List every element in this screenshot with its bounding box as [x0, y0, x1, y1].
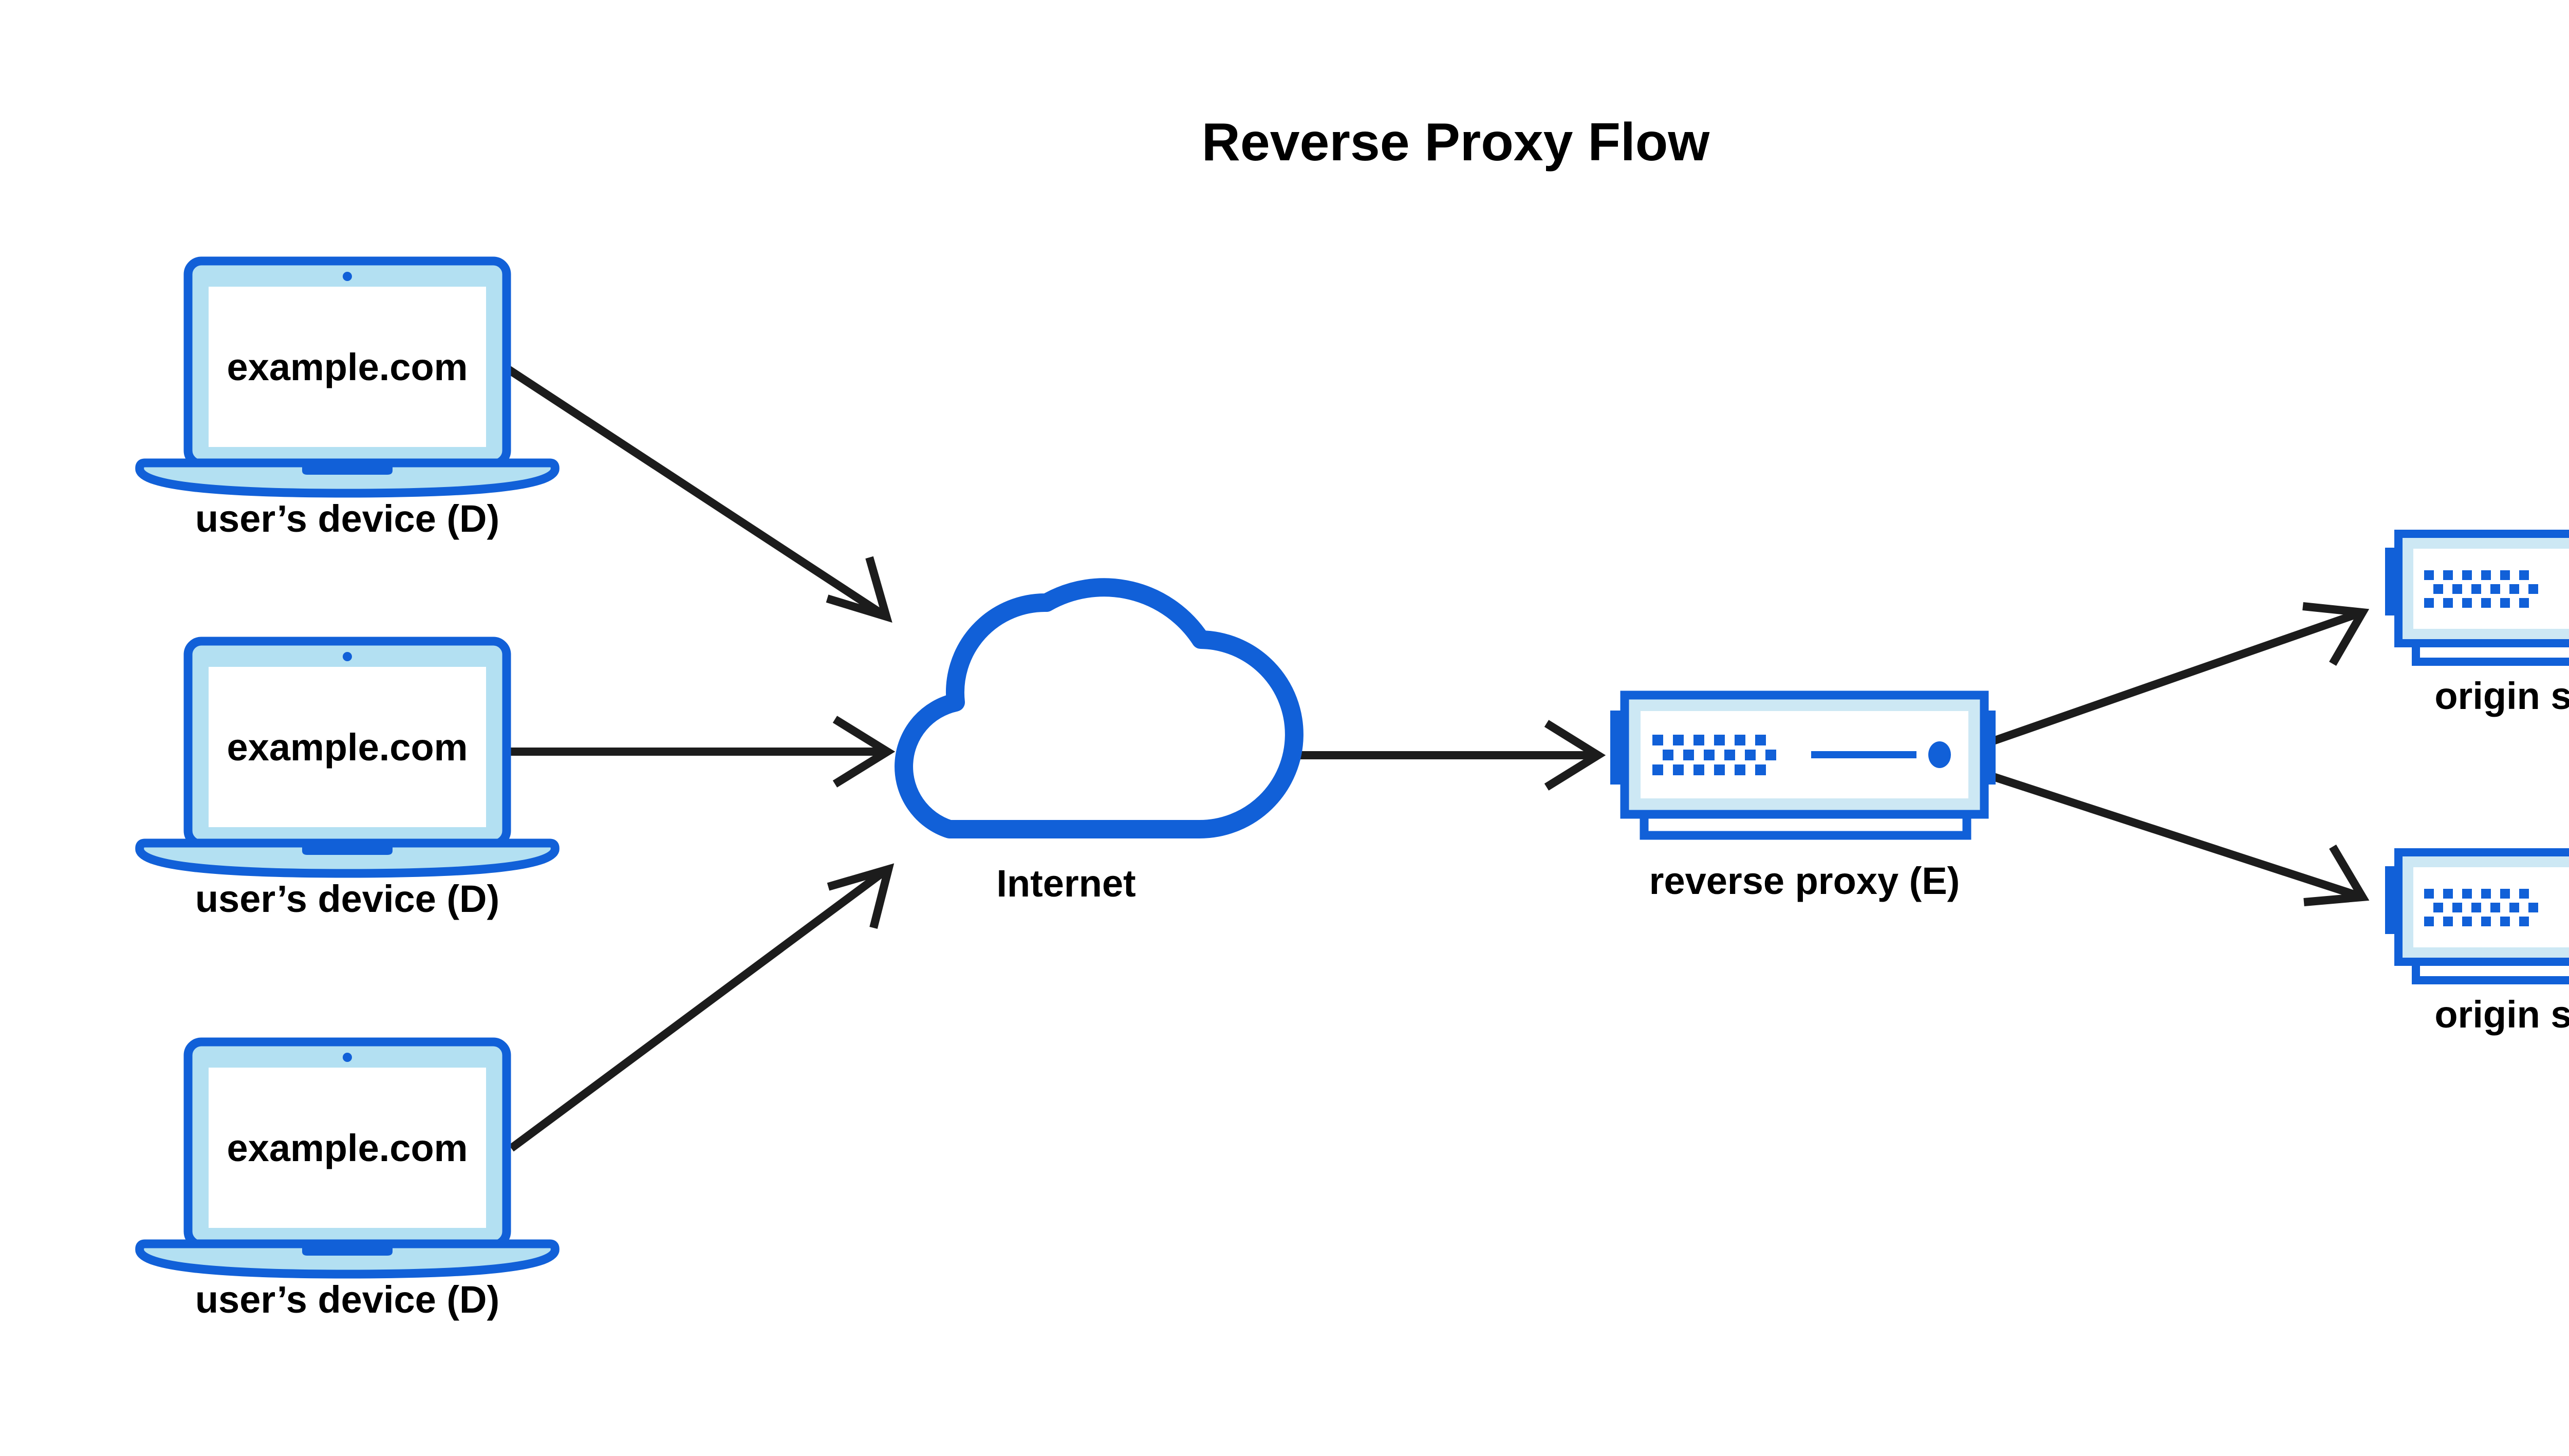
laptop-base: [135, 1239, 560, 1279]
edge-proxy-to-origin-bottom: [1992, 773, 2370, 906]
server-vent-grid-icon: [2424, 889, 2538, 926]
node-origin-bottom[interactable]: origin server (F): [2385, 848, 2569, 1036]
laptop-hinge-notch: [302, 463, 393, 475]
laptop-base: [135, 458, 560, 498]
node-client-middle[interactable]: example.com user’s device (D): [135, 637, 560, 920]
laptop-camera-icon: [343, 652, 352, 661]
edge-client-top-to-internet: [505, 365, 892, 623]
node-client-bottom[interactable]: example.com user’s device (D): [135, 1037, 560, 1321]
laptop-hinge-notch: [302, 1244, 393, 1256]
laptop-camera-icon: [343, 1053, 352, 1062]
server-status-line-icon: [1811, 751, 1916, 758]
laptop-camera-icon: [343, 272, 352, 281]
node-label-client-middle: user’s device (D): [195, 878, 499, 920]
laptop-screen-text: example.com: [227, 726, 468, 769]
cloud-icon: [895, 578, 1304, 839]
server-status-led-icon: [1928, 741, 1951, 768]
laptop-screen: [209, 667, 486, 827]
node-origin-top[interactable]: origin server (F): [2385, 530, 2569, 717]
node-label-internet: Internet: [996, 862, 1135, 905]
laptop-screen-text: example.com: [227, 346, 468, 388]
node-internet[interactable]: Internet: [895, 578, 1304, 905]
laptop-hinge-notch: [302, 843, 393, 855]
node-label-origin-bottom: origin server (F): [2434, 993, 2569, 1036]
server-vent-grid-icon: [2424, 570, 2538, 608]
edge-client-middle-to-internet: [507, 716, 896, 788]
node-label-origin-top: origin server (F): [2434, 675, 2569, 717]
node-label-reverse-proxy: reverse proxy (E): [1649, 860, 1960, 902]
node-label-client-top: user’s device (D): [195, 497, 499, 540]
laptop-screen: [209, 1068, 486, 1228]
node-client-top[interactable]: example.com user’s device (D): [135, 256, 560, 540]
laptop-screen: [209, 287, 486, 447]
node-reverse-proxy[interactable]: reverse proxy (E): [1610, 690, 1996, 902]
page-title: Reverse Proxy Flow: [1202, 113, 1710, 172]
edge-group: [505, 365, 2370, 1152]
node-label-client-bottom: user’s device (D): [195, 1278, 499, 1321]
server-vent-grid-icon: [1652, 735, 1776, 775]
edge-proxy-to-origin-top: [1992, 602, 2370, 745]
edge-client-bottom-to-internet: [509, 863, 895, 1152]
laptop-base: [135, 838, 560, 878]
laptop-screen-text: example.com: [227, 1127, 468, 1169]
